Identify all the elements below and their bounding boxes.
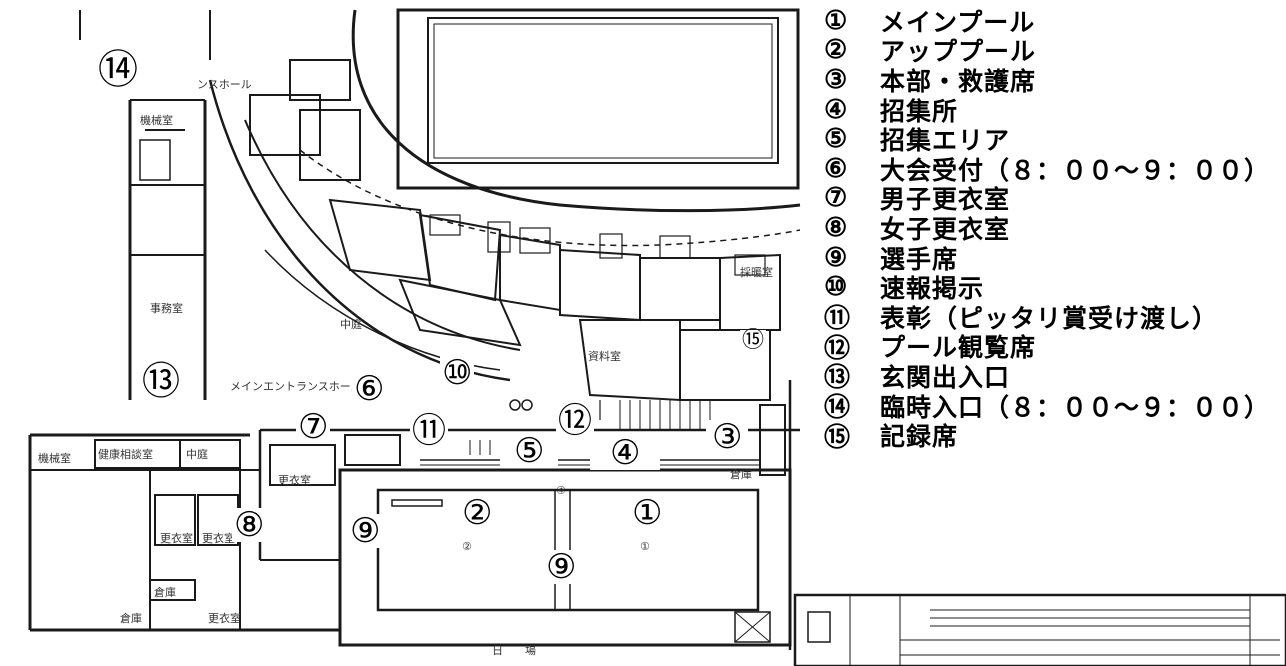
legend-number: ⑪ [824,304,851,335]
marker-12: ⑫ [556,401,594,441]
legend-label: 表彰（ピッタリ賞受け渡し） [880,303,1219,333]
plan-label-store-1: 倉庫 [154,586,176,599]
legend-item: ⑤ 招集エリア [824,124,1284,156]
legend-item: ④ 招集所 [824,94,1284,126]
plan-lane-1: ① [640,540,650,553]
marker-7: ⑦ [296,407,331,447]
plan-label-machine-room-3: 倉庫 [120,612,142,625]
plan-label-main-entrance: メインエントランスホール [230,380,362,393]
plan-label-entrance-hall: ンスホール [197,78,252,91]
plan-label-courtyard-2: 中庭 [186,448,208,461]
legend-label: 本部・救護席 [880,66,1037,96]
plan-label-store-2: 倉庫 [730,468,752,481]
marker-11: ⑪ [410,411,448,451]
legend-label: アッププール [880,37,1037,67]
marker-9-a: ⑨ [348,511,383,551]
legend-label: 招集所 [880,96,959,126]
building-arc-outer [351,9,801,213]
legend-label: 玄関出入口 [880,362,1011,392]
legend-number: ⑬ [824,363,851,394]
plan-lane-4: ④ [556,484,566,497]
legend-item: ⑪ 表彰（ピッタリ賞受け渡し） [824,302,1284,335]
marker-2: ② [448,496,507,530]
legend-number: ③ [824,64,848,95]
legend-label: プール観覧席 [880,333,1037,363]
marker-3: ③ [706,420,749,454]
legend-item: ② アッププール [824,35,1284,66]
marker-4: ④ [590,436,661,470]
outdoor-pool-inner [427,17,779,164]
legend-label: 選手席 [880,244,959,274]
plan-label-office: 事務室 [150,302,183,315]
legend-item: ⑦ 男子更衣室 [824,183,1284,214]
plan-label-changing-room-3: 更衣室 [208,612,241,625]
plan-label-changing-room-w2: 更衣室 [202,532,235,545]
legend-item: ⑥ 大会受付（８：００～９：００） [824,153,1284,185]
legend-item: ⑭ 臨時入口（８：００～９：００） [824,391,1284,424]
legend-number: ① [824,5,848,36]
legend: ① メインプール ② アッププール ③ 本部・救護席 ④ 招集所 ⑤ 招集エリア ⑥ 大会受付（８：０… [824,5,1284,453]
legend-item: ⑧ 女子更衣室 [824,212,1284,244]
legend-label: 男子更衣室 [880,185,1011,215]
marker-5: ⑤ [500,434,559,468]
legend-item: ⑬ 玄関出入口 [824,361,1284,394]
legend-number: ⑦ [824,183,848,214]
legend-number: ⑥ [824,153,848,184]
plan-label-machine-room-2: 機械室 [38,452,71,465]
legend-item: ⑩ 速報掲示 [824,272,1284,304]
marker-13: ⑬ [140,359,183,403]
legend-number: ⑧ [824,212,848,243]
plan-label-monitor-room: 採暖室 [740,266,773,279]
plan-label-changing-room: 更衣室 [278,474,311,487]
plan-label-health-room: 健康相談室 [98,448,153,461]
legend-item: ⑨ 選手席 [824,242,1284,274]
marker-6: ⑥ [352,369,387,409]
marker-9-b: ⑨ [536,550,587,584]
legend-item: ⑫ プール観覧席 [824,332,1284,364]
legend-label: 招集エリア [880,126,1011,156]
marker-14: ⑭ [96,47,140,93]
legend-number: ⑨ [824,242,848,273]
legend-label: 記録席 [880,422,959,452]
plan-label-machine-room: 機械室 [140,114,173,127]
plan-label-changing-room-w1: 更衣室 [160,532,193,545]
legend-label: 女子更衣室 [880,214,1011,244]
plan-label-storage-room: 資料室 [588,350,621,363]
plan-bottom-text: 日 場 [492,644,536,657]
legend-label: メインプール [880,7,1036,37]
plan-label-courtyard: 中庭 [340,318,362,331]
legend-item: ① メインプール [824,5,1284,37]
legend-item: ⑮ 記録席 [824,420,1284,453]
legend-label: 速報掲示 [880,274,985,304]
legend-number: ④ [824,94,848,125]
legend-number: ⑭ [824,393,851,424]
marker-15: ⑮ [740,328,767,353]
outdoor-pool-outline [396,8,800,190]
legend-item: ③ 本部・救護席 [824,64,1284,96]
legend-number: ⑩ [824,272,848,303]
legend-number: ② [824,35,848,66]
legend-number: ⑫ [824,333,851,364]
marker-1: ① [618,496,677,530]
plan-lane-2: ② [462,540,472,553]
legend-number: ⑮ [824,422,851,453]
marker-8: ⑧ [232,505,267,545]
legend-label: 臨時入口（８：００～９：００） [880,392,1271,422]
legend-number: ⑤ [824,124,848,155]
legend-label: 大会受付（８：００～９：００） [880,155,1271,185]
marker-10: ⑩ [440,353,475,393]
main-pool [376,488,760,612]
